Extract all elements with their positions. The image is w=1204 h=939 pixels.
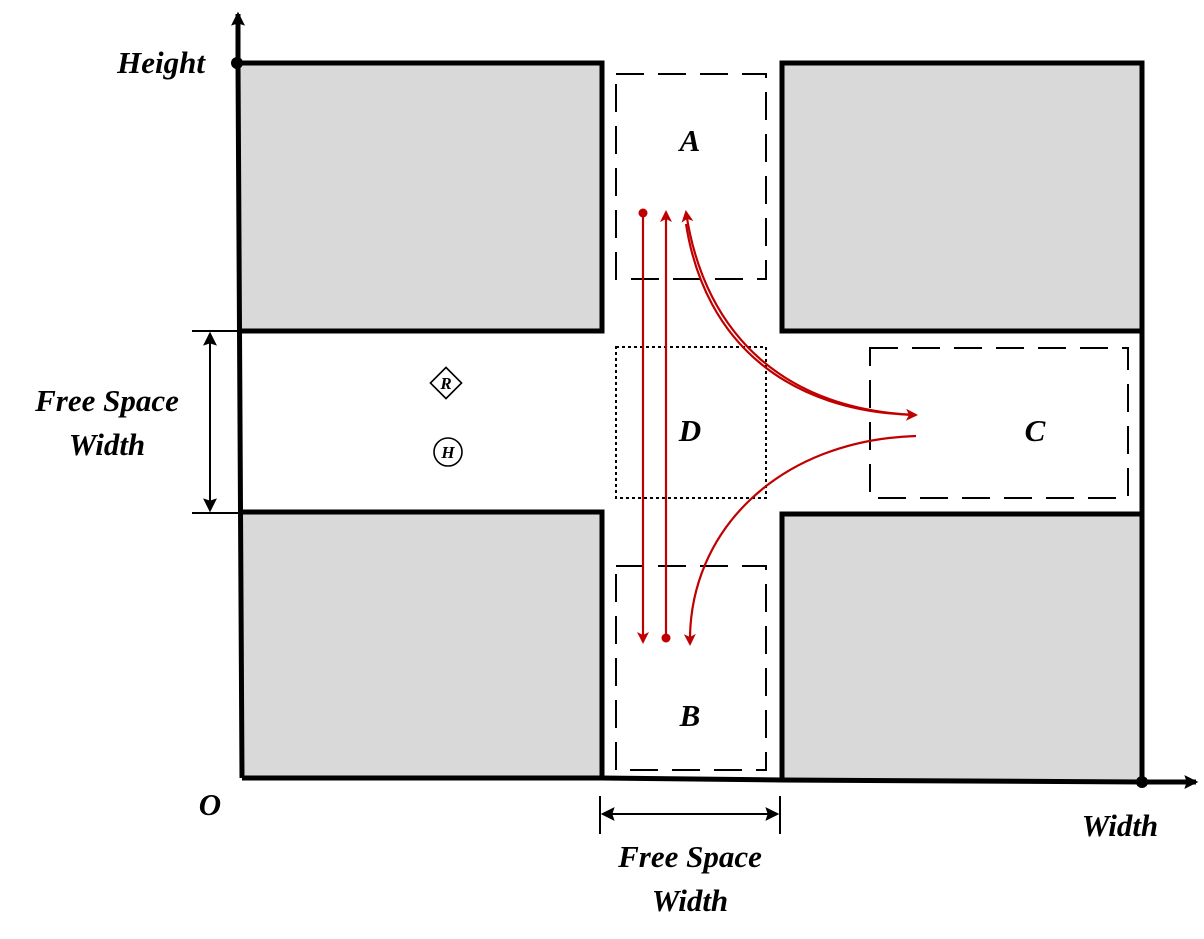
- zone-d-label: D: [678, 413, 701, 448]
- origin-label: O: [199, 787, 221, 822]
- path-a-to-b-start: [638, 208, 648, 218]
- zone-c-label: C: [1025, 413, 1046, 448]
- vertical-dim-label-line1: Free Space: [34, 383, 179, 418]
- y-axis-max-dot: [231, 57, 243, 69]
- wall-bottom-left: [242, 509, 605, 778]
- paths: [637, 208, 918, 646]
- robot-marker: R: [429, 366, 463, 400]
- horizontal-dim-label-line1: Free Space: [617, 839, 762, 874]
- y-axis-label: Height: [116, 45, 206, 80]
- vertical-dimension: [192, 330, 240, 514]
- zone-c-box: [869, 347, 1129, 499]
- human-circle: [433, 437, 463, 467]
- x-axis-label: Width: [1082, 808, 1158, 843]
- human-label: H: [440, 443, 455, 462]
- wall-bottom-right: [779, 511, 1145, 782]
- wall-bottom-edge: [242, 775, 1143, 785]
- obstacle-bottom-right: [782, 514, 1142, 782]
- x-axis-max-dot: [1136, 776, 1148, 788]
- horizontal-dim-label-line2: Width: [652, 883, 728, 918]
- obstacle-top-right: [782, 63, 1142, 331]
- zone-b-label: B: [679, 698, 701, 733]
- axes: Height Width O: [116, 11, 1199, 843]
- zones: [615, 73, 1129, 771]
- obstacle-top-left: [240, 63, 602, 331]
- zone-a-label: A: [678, 123, 701, 158]
- obstacles: [240, 63, 1142, 782]
- path-b-to-a-start: [661, 633, 671, 643]
- path-c-to-b: [683, 434, 917, 646]
- zone-b-box: [615, 565, 767, 771]
- obstacle-bottom-left: [242, 512, 602, 776]
- robot-label: R: [439, 374, 451, 393]
- path-a-to-c: [684, 223, 918, 421]
- vertical-dim-label-line2: Width: [69, 427, 145, 462]
- wall-top-left: [238, 60, 605, 334]
- walls: [235, 60, 1145, 785]
- wall-left-edge: [235, 62, 245, 779]
- zone-a-box: [615, 73, 767, 280]
- horizontal-dimension: [599, 796, 781, 834]
- zone-d-box: [615, 346, 767, 499]
- robot-diamond: [429, 366, 463, 400]
- human-marker: H: [433, 437, 463, 467]
